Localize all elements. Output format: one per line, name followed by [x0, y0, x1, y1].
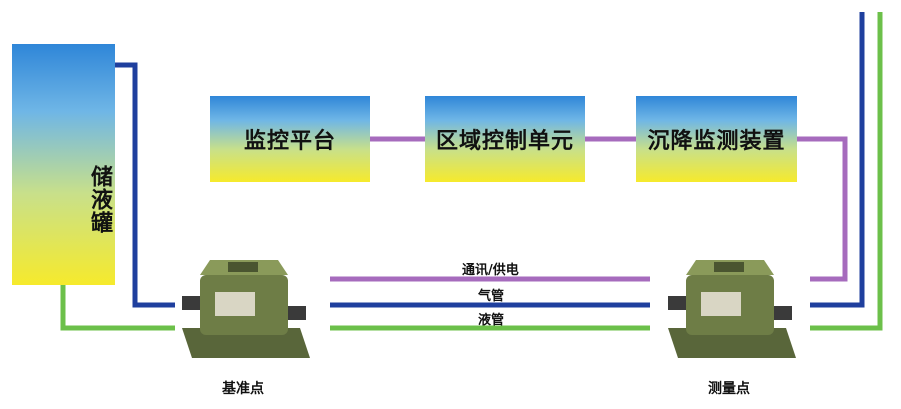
liquid-pipe-label: 液管: [478, 313, 505, 328]
regional-control-box: 区域控制单元: [425, 96, 585, 182]
storage-tank-label: 储液罐: [87, 165, 112, 234]
settlement-device-label: 沉降监测装置: [647, 129, 786, 154]
settlement-device-box: 沉降监测装置: [636, 96, 797, 182]
storage-tank-box: 储液罐: [12, 44, 115, 285]
measurement-point-device: [668, 260, 796, 358]
gas-pipe-label: 气管: [478, 289, 505, 304]
tank-gas-pipe: [115, 62, 175, 308]
comm-power-label: 通讯/供电: [462, 263, 519, 278]
reference-point-label: 基准点: [222, 381, 264, 397]
regional-control-label: 区域控制单元: [435, 129, 574, 154]
reference-point-device: [182, 260, 310, 358]
measurement-point-label: 测量点: [708, 381, 750, 397]
monitor-platform-box: 监控平台: [210, 96, 370, 182]
right-gas-riser: [810, 12, 865, 308]
monitor-platform-label: 监控平台: [243, 129, 336, 154]
device-to-field-link: [797, 136, 848, 282]
comm-power-lines: [330, 136, 848, 282]
right-liquid-riser: [810, 12, 883, 331]
gas-pipe-lines: [115, 12, 865, 308]
